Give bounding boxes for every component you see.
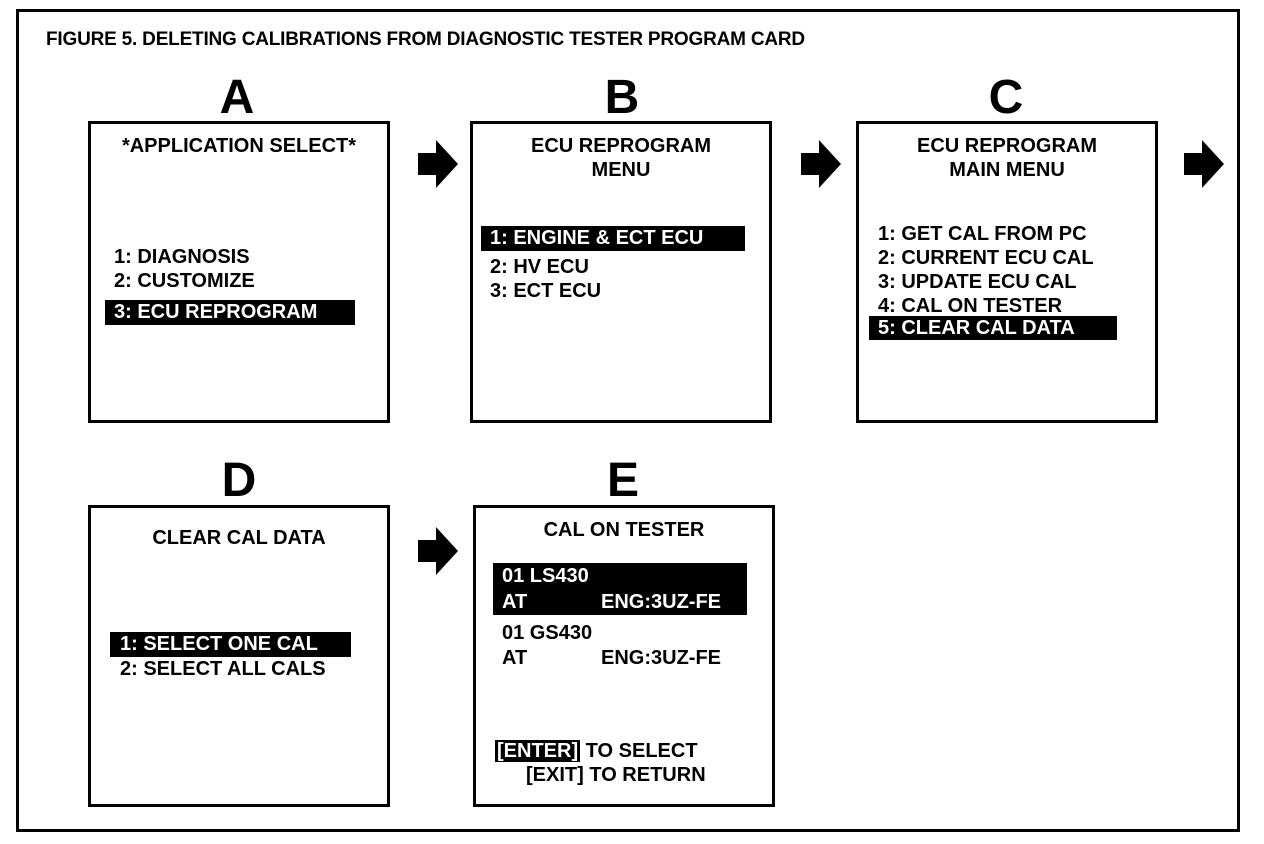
screen-c-title-line1: ECU REPROGRAM <box>916 135 1097 157</box>
exit-hint-text: TO RETURN <box>583 764 706 786</box>
menu-item-diagnosis[interactable]: 1: DIAGNOSIS <box>114 246 250 268</box>
menu-item-clear-cal-data-label: 5: CLEAR CAL DATA <box>878 317 1075 339</box>
menu-item-engine-ect-ecu-label: 1: ENGINE & ECT ECU <box>490 227 704 249</box>
screen-application-select <box>88 121 390 423</box>
screen-e-title: CAL ON TESTER <box>543 519 705 541</box>
menu-item-select-one-cal-label: 1: SELECT ONE CAL <box>120 633 318 655</box>
screen-c-title-line2: MAIN MENU <box>949 159 1065 181</box>
menu-item-get-cal-from-pc[interactable]: 1: GET CAL FROM PC <box>878 223 1087 245</box>
menu-item-current-ecu-cal[interactable]: 2: CURRENT ECU CAL <box>878 247 1094 269</box>
arrow-right-icon <box>418 140 458 188</box>
screen-ecu-reprogram-main-menu <box>856 121 1158 423</box>
menu-item-select-one-cal-selected[interactable]: 1: SELECT ONE CAL <box>110 632 351 657</box>
screen-b-title-line1: ECU REPROGRAM <box>530 135 711 157</box>
figure-title: FIGURE 5. DELETING CALIBRATIONS FROM DIA… <box>46 29 805 50</box>
screen-a-title: *APPLICATION SELECT* <box>121 135 357 157</box>
cal-entry-gs430-engine: ENG:3UZ-FE <box>601 647 721 669</box>
menu-item-ect-ecu[interactable]: 3: ECT ECU <box>490 280 602 302</box>
enter-hint-text: TO SELECT <box>580 740 698 762</box>
exit-hint: [EXIT] TO RETURN <box>526 763 706 787</box>
menu-item-hv-ecu[interactable]: 2: HV ECU <box>490 256 589 278</box>
cal-entry-ls430-trans: AT <box>502 591 528 613</box>
arrow-right-icon <box>1184 140 1224 188</box>
menu-item-clear-cal-data-selected[interactable]: 5: CLEAR CAL DATA <box>869 316 1117 340</box>
enter-hint: [ENTER] TO SELECT <box>495 739 698 763</box>
cal-entry-gs430-model[interactable]: 01 GS430 <box>502 622 593 644</box>
menu-item-customize[interactable]: 2: CUSTOMIZE <box>114 270 255 292</box>
exit-key[interactable]: [EXIT] <box>526 764 584 786</box>
screen-b-title-line2: MENU <box>591 159 651 181</box>
arrow-right-icon <box>801 140 841 188</box>
arrow-right-icon <box>418 527 458 575</box>
cal-entry-ls430-model: 01 LS430 <box>502 565 589 587</box>
panel-letter-c: C <box>988 71 1024 124</box>
menu-item-ecu-reprogram-selected[interactable]: 3: ECU REPROGRAM <box>105 300 355 325</box>
screen-d-title: CLEAR CAL DATA <box>152 527 326 549</box>
menu-item-select-all-cals[interactable]: 2: SELECT ALL CALS <box>120 658 326 680</box>
screen-ecu-reprogram-menu <box>470 121 772 423</box>
menu-item-ecu-reprogram-label: 3: ECU REPROGRAM <box>114 301 318 323</box>
cal-entry-ls430-engine: ENG:3UZ-FE <box>601 591 721 613</box>
enter-key[interactable]: [ENTER] <box>495 740 581 762</box>
menu-item-update-ecu-cal[interactable]: 3: UPDATE ECU CAL <box>878 271 1077 293</box>
cal-entry-ls430-selected[interactable]: 01 LS430 AT ENG:3UZ-FE <box>493 563 747 615</box>
menu-item-cal-on-tester[interactable]: 4: CAL ON TESTER <box>878 295 1063 317</box>
figure-frame <box>16 9 1240 832</box>
menu-item-engine-ect-ecu-selected[interactable]: 1: ENGINE & ECT ECU <box>481 226 745 251</box>
panel-letter-e: E <box>606 454 639 507</box>
panel-letter-b: B <box>604 71 640 124</box>
cal-entry-gs430-trans: AT <box>502 647 528 669</box>
panel-letter-a: A <box>219 71 255 124</box>
panel-letter-d: D <box>221 454 257 507</box>
